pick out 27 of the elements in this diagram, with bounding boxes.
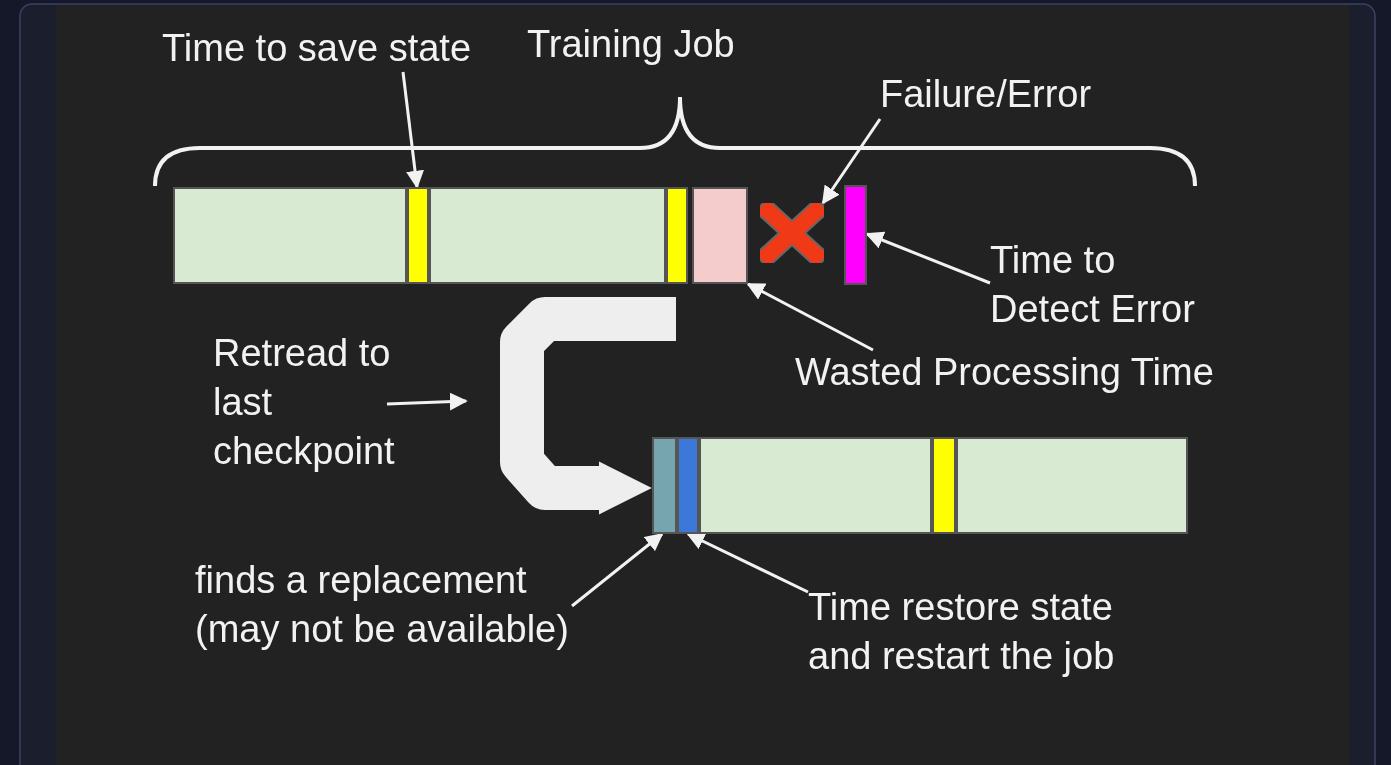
leader-arrow	[571, 532, 664, 608]
timeline-segment	[956, 437, 1188, 534]
annotation-text: finds a replacement (may not be available)	[195, 556, 595, 654]
timeline-segment	[699, 437, 932, 534]
timeline-segment	[173, 187, 407, 284]
error-cross-icon	[760, 203, 824, 263]
heading-label: Training Job	[527, 22, 735, 67]
annotation-text: Time to save state	[162, 24, 522, 73]
timeline-segment	[677, 437, 699, 534]
leader-arrow	[686, 532, 809, 594]
timeline-segment	[429, 187, 666, 284]
timeline-segment	[652, 437, 677, 534]
timeline-segment	[844, 185, 867, 285]
leader-arrow	[746, 282, 874, 352]
timeline-segment	[407, 187, 429, 284]
timeline-segment	[666, 187, 688, 284]
annotation-text: Time restore state and restart the job	[808, 583, 1138, 681]
annotation-text: Retread to last checkpoint	[213, 329, 418, 476]
timeline-segment	[692, 187, 748, 284]
leader-arrow	[821, 118, 882, 205]
annotation-text: Time to Detect Error	[990, 236, 1215, 334]
annotation-text: Wasted Processing Time	[795, 348, 1275, 397]
timeline-segment	[932, 437, 956, 534]
curved-arrow	[500, 297, 676, 515]
leader-arrow	[386, 392, 468, 411]
leader-arrow	[401, 71, 424, 189]
annotation-text: Failure/Error	[880, 70, 1140, 119]
